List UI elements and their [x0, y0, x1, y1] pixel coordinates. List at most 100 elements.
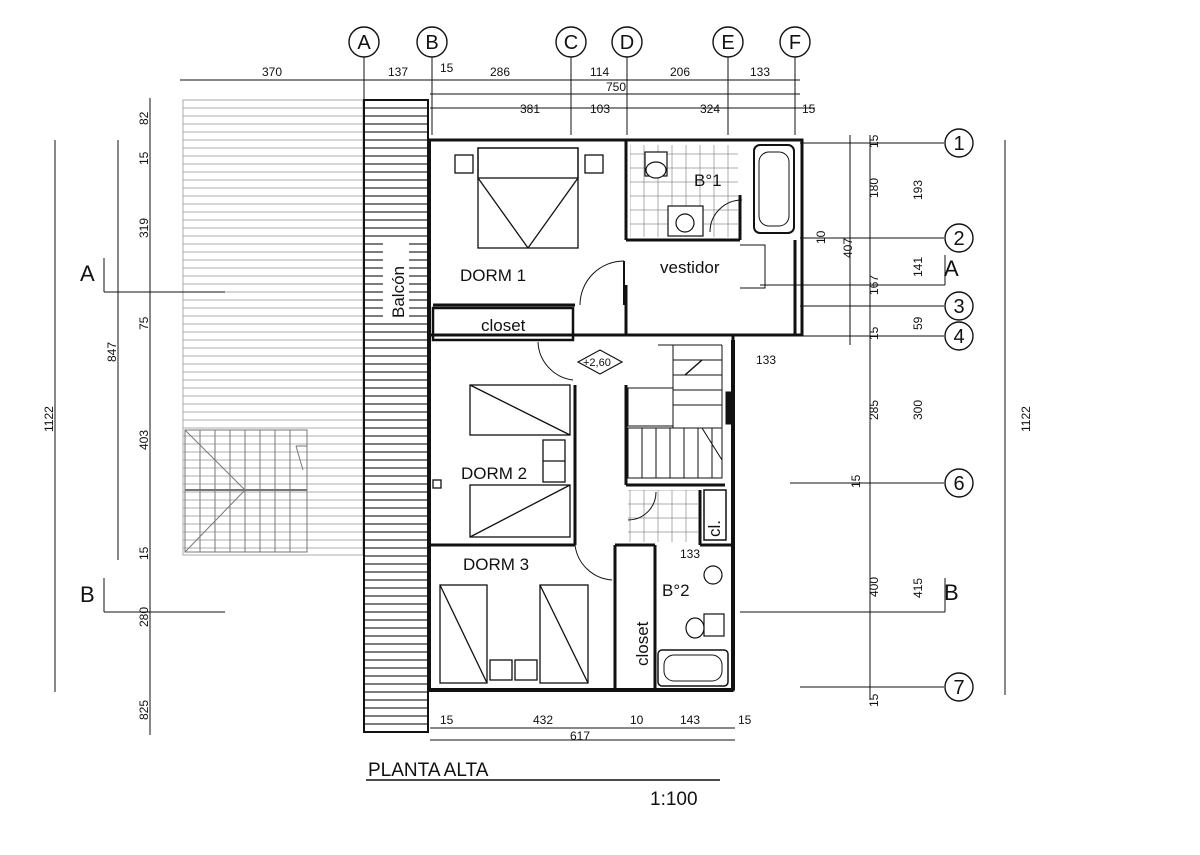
- dim-right-400: 400: [867, 577, 881, 597]
- dim-top-206: 206: [670, 65, 690, 79]
- dim-right-415: 415: [911, 578, 925, 598]
- label-balcon: Balcón: [389, 266, 408, 318]
- external-stair: [184, 429, 308, 553]
- title-block: PLANTA ALTA 1:100: [366, 760, 720, 810]
- dim-top-324: 324: [700, 102, 720, 116]
- dim-left-403: 403: [137, 430, 151, 450]
- label-dorm1: DORM 1: [460, 266, 526, 285]
- dim-top-15a: 15: [440, 61, 454, 75]
- dim-top-286: 286: [490, 65, 510, 79]
- row-axis-label: 3: [953, 296, 964, 318]
- label-vestidor: vestidor: [660, 258, 720, 277]
- dorm1-furniture: DORM 1: [454, 147, 625, 306]
- right-dimension-lines: [740, 135, 1006, 700]
- dim-right-10: 10: [814, 230, 828, 244]
- dim-top-370: 370: [262, 65, 282, 79]
- dim-bot-617: 617: [570, 729, 590, 743]
- row-axis-bubble: [944, 468, 974, 498]
- left-dimension-texts: 82 15 319 75 403 15 280 825 847 1122: [42, 111, 151, 720]
- column-axis-label: D: [620, 32, 634, 54]
- section-markers: A A B B: [80, 256, 959, 607]
- interior-stair: [627, 344, 733, 479]
- dim-bot-15a: 15: [440, 713, 454, 727]
- dorm2-door-arc: [537, 341, 574, 381]
- dim-top-750: 750: [606, 80, 626, 94]
- dim-top-381: 381: [520, 102, 540, 116]
- dim-right-167: 167: [867, 275, 881, 295]
- vestidor-room: vestidor: [660, 244, 766, 289]
- dorm3-furniture: DORM 3: [439, 544, 613, 684]
- right-dimension-texts: 15 180 10 167 15 285 15 400 15 193 407 1…: [756, 134, 1033, 707]
- dim-top-114: 114: [590, 65, 609, 79]
- dim-bot-432: 432: [533, 713, 553, 727]
- row-axis-bubble: [944, 321, 974, 351]
- row-axis-label: 6: [953, 473, 964, 495]
- label-bath1: B°1: [694, 171, 722, 190]
- dim-top-15b: 15: [802, 102, 816, 116]
- dim-left-280: 280: [137, 607, 151, 627]
- column-axis-label: C: [564, 32, 578, 54]
- label-closet-side: closet: [633, 621, 652, 666]
- label-dorm2: DORM 2: [461, 464, 527, 483]
- dim-left-319: 319: [137, 218, 151, 238]
- top-dimension-lines: [180, 79, 815, 741]
- row-axis-label: 1: [953, 133, 964, 155]
- row-axis-bubble: [944, 128, 974, 158]
- dim-bot-15b: 15: [738, 713, 752, 727]
- dim-bot-10: 10: [630, 713, 644, 727]
- dorm2-furniture: DORM 2: [432, 384, 571, 538]
- dim-right-300: 300: [911, 400, 925, 420]
- bath1-fixtures: B°1: [630, 144, 795, 237]
- top-dimension-texts: 370 137 15 286 114 206 133 750 381 103 3…: [262, 61, 816, 116]
- level-marker: +2,60: [576, 349, 624, 375]
- row-axis-bubble: [944, 291, 974, 321]
- column-axis-label: F: [789, 32, 801, 54]
- dim-top-137: 137: [388, 65, 408, 79]
- plan-scale: 1:100: [650, 789, 698, 810]
- dim-right-15d: 15: [867, 693, 881, 707]
- dim-right-15c: 15: [849, 474, 863, 488]
- label-cl: cl.: [705, 520, 724, 537]
- bottom-dimension-texts: 15 432 10 143 15 617: [440, 713, 752, 743]
- bath2-fixtures: cl. B°2 133: [627, 489, 729, 687]
- column-axis-label: B: [425, 32, 438, 54]
- plan-title: PLANTA ALTA: [368, 760, 489, 781]
- terrace-hatch: [182, 99, 364, 556]
- label-closet-top: closet: [481, 316, 526, 335]
- closet-side: closet: [633, 621, 652, 666]
- dim-right-180: 180: [867, 178, 881, 198]
- dim-right-407: 407: [841, 238, 855, 258]
- section-a-right: A: [944, 256, 959, 281]
- dim-left-1122: 1122: [42, 406, 56, 432]
- section-b-left: B: [80, 582, 95, 607]
- dim-top-103: 103: [590, 102, 610, 116]
- label-level: +2,60: [583, 357, 611, 369]
- dim-right-59: 59: [911, 316, 925, 330]
- dim-left-82: 82: [137, 111, 151, 125]
- dim-left-15a: 15: [137, 151, 151, 165]
- dim-right-285: 285: [867, 400, 881, 420]
- dim-bath2-133: 133: [680, 547, 700, 561]
- dim-right-15b: 15: [867, 326, 881, 340]
- row-axis-label: 4: [953, 326, 964, 348]
- dim-top-133: 133: [750, 65, 770, 79]
- dim-left-15b: 15: [137, 546, 151, 560]
- balcony-strip: Balcón: [363, 99, 429, 733]
- dim-right-141: 141: [911, 257, 925, 277]
- row-axis-bubble: [944, 223, 974, 253]
- label-dorm3: DORM 3: [463, 555, 529, 574]
- interior-walls: [429, 140, 797, 690]
- dim-right-1122: 1122: [1019, 406, 1033, 432]
- row-grid-axes: 1 2 3 4 6 7: [790, 128, 974, 702]
- dim-bot-143: 143: [680, 713, 700, 727]
- dim-left-825: 825: [137, 700, 151, 720]
- row-axis-bubble: [944, 672, 974, 702]
- column-axis-label: A: [357, 32, 371, 54]
- dim-left-75: 75: [137, 316, 151, 330]
- section-b-right: B: [944, 580, 959, 605]
- dim-right-193: 193: [911, 180, 925, 200]
- row-axis-label: 2: [953, 228, 964, 250]
- row-axis-label: 7: [953, 677, 964, 699]
- label-bath2: B°2: [662, 581, 690, 600]
